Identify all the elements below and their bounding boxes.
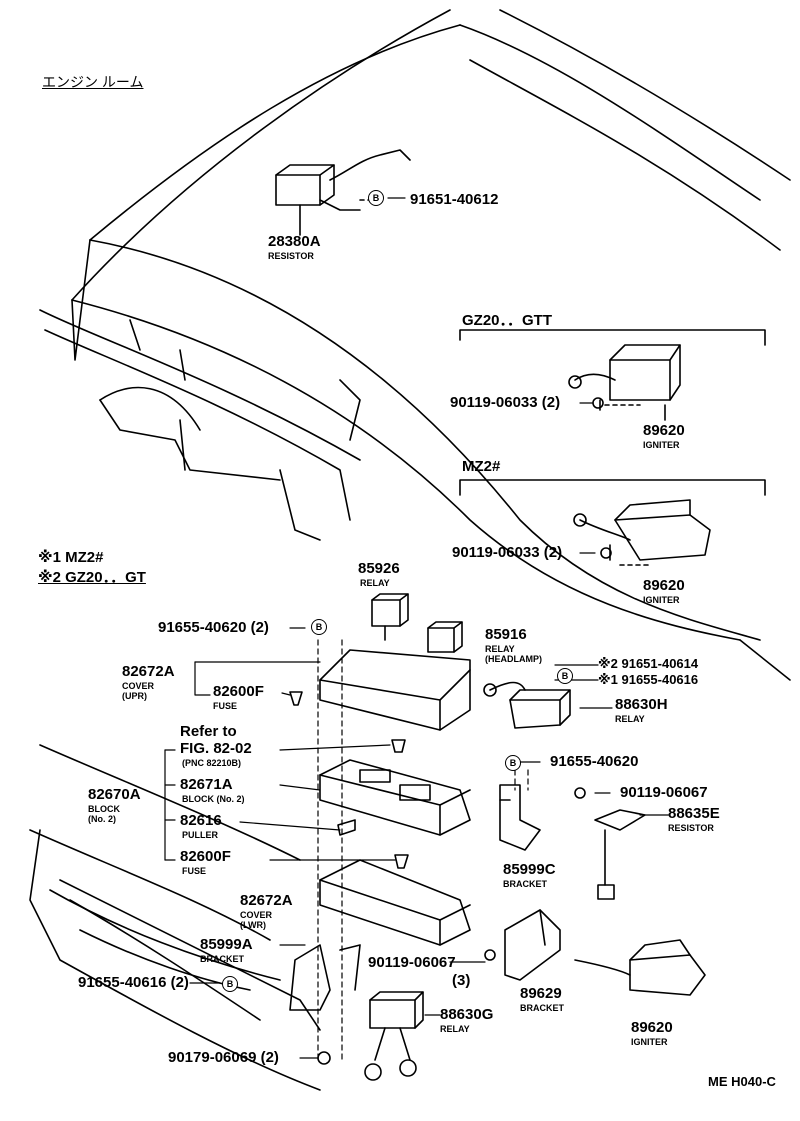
screws [317,397,612,1065]
label-89620-c-name: IGNITER [631,1037,668,1047]
note-2: ※2 GZ20．．GT [38,569,146,586]
relay-88630h-drawing [483,681,571,729]
front-bumper-outline [39,239,361,541]
label-85926: 85926 [358,560,400,577]
label-91655-40616-a: ※1 91655-40616 [598,672,699,687]
label-91655-40620-a: 91655-40620 (2) [158,619,269,636]
label-28380a-name: RESISTOR [268,251,314,261]
label-82671a: 82671A [180,776,233,793]
igniter-mz2-drawing [573,499,711,566]
refer-line-3: (PNC 82210B) [182,758,242,768]
label-91655-40620-b: 91655-40620 [550,753,639,770]
label-28380a: 28380A [268,233,321,250]
label-85916-name2: (HEADLAMP) [485,654,542,664]
label-89620-b-name: IGNITER [643,595,680,605]
igniter-gz20-drawing [568,344,681,421]
label-82600f-b-name: FUSE [182,866,207,876]
label-85926-name: RELAY [360,578,390,588]
bracket-85999a-drawing [289,944,361,1011]
label-90119-06033-b: 90119-06033 (2) [452,544,563,561]
label-82672a-lwr-name2: (LWR) [240,920,266,930]
label-89629-name: BRACKET [520,1003,564,1013]
label-89620-a-name: IGNITER [643,440,680,450]
label-85916-name: RELAY [485,644,515,654]
label-82600f-a-name: FUSE [213,701,238,711]
label-90119-06067-a: 90119-06067 [620,784,708,801]
badge-b: B [311,619,327,635]
igniter-bottom-drawing [574,939,706,996]
label-82616-name: PULLER [182,830,218,840]
badge-b: B [557,668,573,684]
leader-lines [164,197,669,1059]
label-88630g: 88630G [440,1006,494,1023]
label-85999c-name: BRACKET [503,879,547,889]
label-90179-06069: 90179-06069 (2) [168,1049,279,1066]
engine-room-label: エンジン ルーム [42,74,144,90]
label-89620-a: 89620 [643,422,685,439]
badge-b: B [222,976,238,992]
label-82600f-a: 82600F [213,683,264,700]
label-85999c: 85999C [503,861,556,878]
refer-line-2[interactable]: FIG. 82-02 [180,740,252,757]
gz20-gtt-label: GZ20．．GTT [462,312,553,329]
relay-85926-drawing [371,593,409,641]
bracket-89629-drawing [504,909,561,981]
label-82672a-lwr: 82672A [240,892,293,909]
label-85916: 85916 [485,626,527,643]
block-82671a-drawing [319,759,471,836]
label-82672a-lwr-name: COVER [240,910,273,920]
label-89629: 89629 [520,985,562,1002]
label-91655-40616-b: 91655-40616 (2) [78,974,189,991]
relay-88630g-drawing [364,991,424,1081]
badge-b: B [368,190,384,206]
label-82672a-upr: 82672A [122,663,175,680]
label-82670a-name2: (No. 2) [88,814,116,824]
label-90119-06067-b-qty: (3) [452,972,471,989]
footer-code: ME H040-C [708,1074,776,1089]
label-88635e-name: RESISTOR [668,823,714,833]
label-82670a: 82670A [88,786,141,803]
label-82671a-name: BLOCK (No. 2) [182,794,245,804]
bracket-85999c-drawing [499,784,541,851]
label-90119-06033-a: 90119-06033 (2) [450,394,561,411]
label-82670a-name: BLOCK [88,804,120,814]
label-82616: 82616 [180,812,222,829]
refer-line-1: Refer to [180,723,237,740]
label-91651-40612: 91651-40612 [410,191,499,208]
hood-outline [71,9,791,681]
dashed-lines [317,639,529,1061]
label-82672a-upr-name2: (UPR) [122,691,147,701]
label-88630h-name: RELAY [615,714,645,724]
label-89620-c: 89620 [631,1019,673,1036]
label-90119-06067-b: 90119-06067 [368,954,456,971]
label-88635e: 88635E [668,805,720,822]
resistor-28380a-drawing [275,149,411,236]
label-91651-40614: ※2 91651-40614 [598,656,699,671]
lower-bumper-outline [29,744,321,1091]
relay-85916-drawing [427,621,463,653]
label-82672a-upr-name: COVER [122,681,155,691]
note-1: ※1 MZ2# [38,549,104,566]
label-88630h: 88630H [615,696,668,713]
badge-b: B [505,755,521,771]
label-82600f-b: 82600F [180,848,231,865]
label-85999a-name: BRACKET [200,954,244,964]
label-89620-b: 89620 [643,577,685,594]
mz2-label: MZ2# [462,458,501,475]
label-85999a: 85999A [200,936,253,953]
label-88630g-name: RELAY [440,1024,470,1034]
resistor-88635e-drawing [594,809,646,900]
cover-upr-drawing [319,649,471,731]
